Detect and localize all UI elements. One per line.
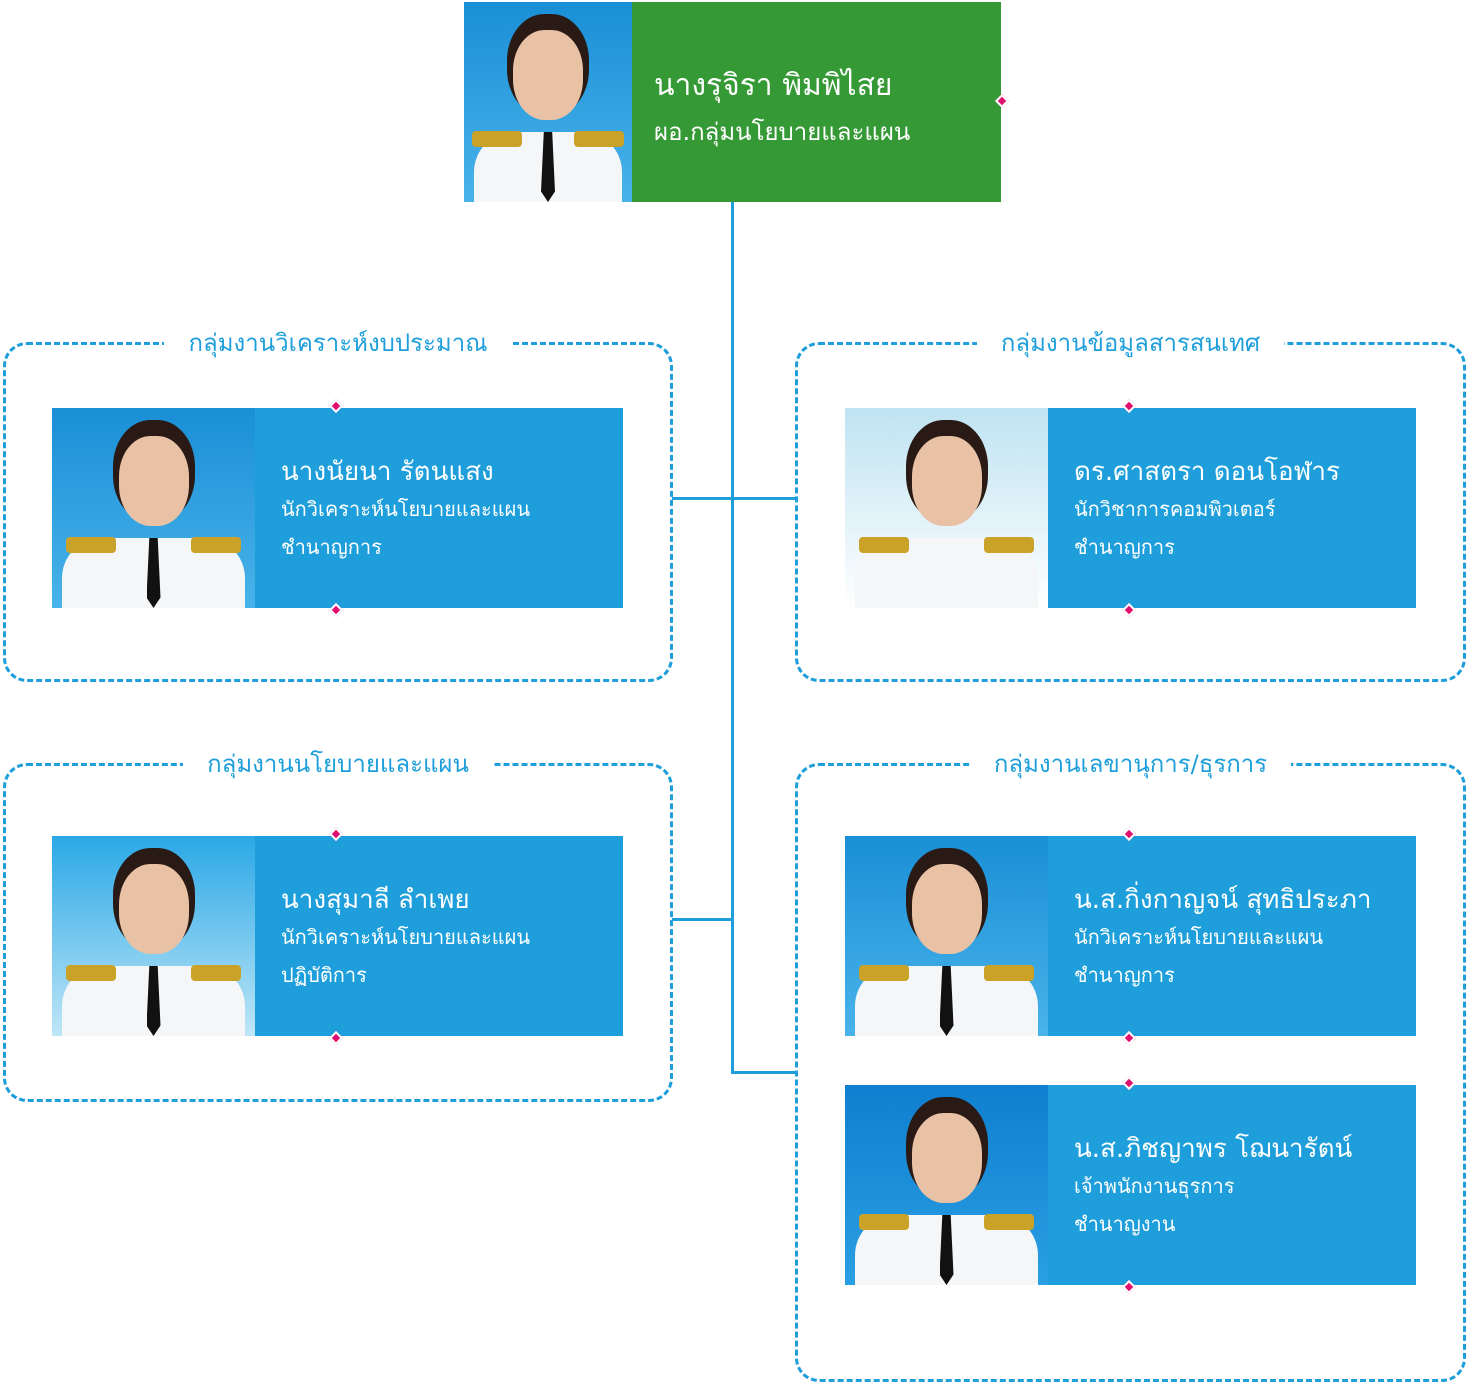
- member-card[interactable]: นางนัยนา รัตนแสง นักวิเคราะห์นโยบายและแผ…: [52, 398, 623, 618]
- director-name: นางรุจิรา พิมพิไสย: [654, 68, 893, 103]
- member-card[interactable]: ดร.ศาสตรา ดอนโอฬาร นักวิชาการคอมพิวเตอร์…: [845, 398, 1416, 618]
- member-name: นางนัยนา รัตนแสง: [281, 457, 494, 487]
- member-position: เจ้าพนักงานธุรการ: [1074, 1174, 1235, 1198]
- member-position: นักวิเคราะห์นโยบายและแผน: [281, 925, 531, 949]
- connector-trunk: [731, 202, 734, 1074]
- director-info: นางรุจิรา พิมพิไสย ผอ.กลุ่มนโยบายและแผน: [632, 2, 1010, 202]
- member-card[interactable]: น.ส.ภิชญาพร โฌนารัตน์ เจ้าพนักงานธุรการ …: [845, 1075, 1416, 1295]
- member-photo: [52, 408, 255, 608]
- member-name: ดร.ศาสตรา ดอนโอฬาร: [1074, 457, 1340, 487]
- member-photo: [845, 408, 1048, 608]
- member-card[interactable]: นางสุมาลี ลำเพย นักวิเคราะห์นโยบายและแผน…: [52, 826, 623, 1046]
- member-level: ปฏิบัติการ: [281, 963, 367, 987]
- connector-right2: [732, 1071, 796, 1074]
- director-photo: [464, 2, 632, 202]
- member-level: ชำนาญการ: [281, 535, 382, 559]
- group-title: กลุ่มงานข้อมูลสารสนเทศ: [976, 329, 1285, 357]
- connector-left2: [672, 918, 732, 921]
- member-name: นางสุมาลี ลำเพย: [281, 885, 470, 915]
- member-level: ชำนาญงาน: [1074, 1212, 1176, 1236]
- director-card[interactable]: นางรุจิรา พิมพิไสย ผอ.กลุ่มนโยบายและแผน: [464, 2, 1010, 202]
- director-position: ผอ.กลุ่มนโยบายและแผน: [654, 118, 911, 146]
- member-position: นักวิเคราะห์นโยบายและแผน: [1074, 925, 1324, 949]
- group-title: กลุ่มงานเลขานุการ/ธุรการ: [969, 750, 1292, 778]
- member-photo: [845, 836, 1048, 1036]
- member-photo: [845, 1085, 1048, 1285]
- member-level: ชำนาญการ: [1074, 963, 1175, 987]
- connector-row1: [672, 497, 796, 500]
- member-position: นักวิชาการคอมพิวเตอร์: [1074, 497, 1276, 521]
- member-photo: [52, 836, 255, 1036]
- member-name: น.ส.ภิชญาพร โฌนารัตน์: [1074, 1134, 1353, 1164]
- group-title: กลุ่มงานวิเคราะห์งบประมาณ: [164, 329, 512, 357]
- group-title: กลุ่มงานนโยบายและแผน: [183, 750, 493, 778]
- member-level: ชำนาญการ: [1074, 535, 1175, 559]
- member-position: นักวิเคราะห์นโยบายและแผน: [281, 497, 531, 521]
- member-card[interactable]: น.ส.กิ่งกาญจน์ สุทธิประภา นักวิเคราะห์นโ…: [845, 826, 1416, 1046]
- member-name: น.ส.กิ่งกาญจน์ สุทธิประภา: [1074, 885, 1372, 915]
